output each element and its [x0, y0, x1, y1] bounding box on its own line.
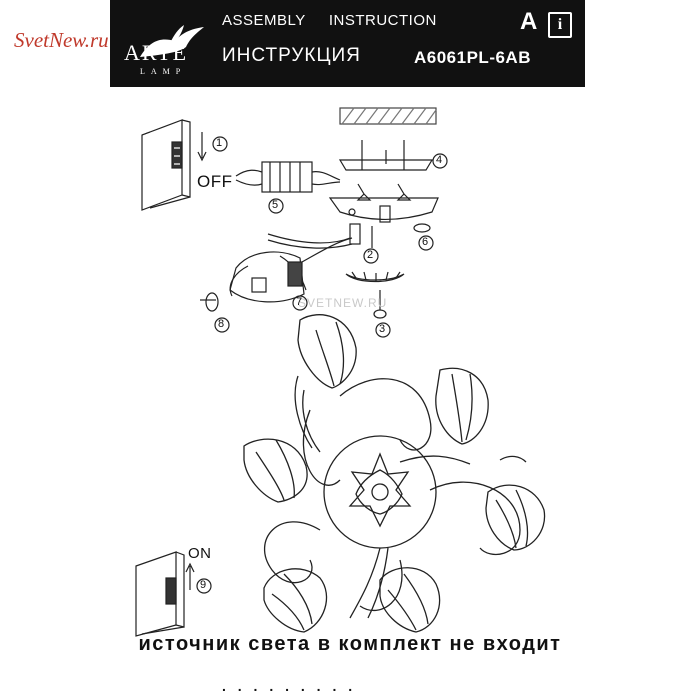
brand-logo-sub: LAMP — [140, 67, 187, 76]
step-marker-7 — [292, 295, 308, 311]
step-marker-4 — [432, 153, 448, 169]
step-marker-6 — [418, 235, 434, 251]
step-number-6: 6 — [422, 236, 429, 248]
arm-connector — [267, 223, 373, 249]
step-marker-2 — [363, 248, 379, 264]
step-number-5: 5 — [272, 199, 279, 211]
switch-off-icon — [141, 119, 191, 211]
step-marker-8 — [214, 317, 230, 333]
switch-on-icon — [135, 551, 185, 637]
brand-logo-text: ARTE — [124, 40, 189, 65]
title-english: ASSEMBLY INSTRUCTION — [222, 12, 437, 29]
model-number: A6061PL-6AB — [414, 48, 531, 67]
step-number-3: 3 — [379, 323, 386, 335]
step-number-9: 9 — [200, 579, 207, 591]
step-marker-3 — [375, 322, 391, 338]
header-bar — [110, 0, 585, 87]
step-number-4: 4 — [436, 154, 443, 166]
step-marker-5 — [268, 198, 284, 214]
footer-note: источник света в комплект не входит — [138, 633, 562, 655]
step-number-8: 8 — [218, 318, 225, 330]
arm-wire — [301, 237, 353, 263]
arrow-down-icon — [197, 132, 207, 162]
ceiling-hatch — [339, 107, 437, 125]
title-russian: ИНСТРУКЦИЯ — [222, 45, 361, 66]
off-label: OFF — [197, 172, 233, 191]
on-label: ON — [188, 545, 212, 562]
terminal-block — [235, 161, 341, 193]
watermark-center: SVETNEW.RU — [298, 296, 388, 310]
step-number-2: 2 — [367, 249, 374, 261]
arrow-up-icon — [185, 562, 195, 590]
mounting-plate — [338, 140, 434, 201]
center-cap — [345, 271, 405, 319]
watermark: SvetNew.ru — [14, 28, 109, 52]
canopy — [328, 197, 439, 233]
chandelier — [243, 314, 546, 633]
step-marker-1 — [212, 136, 228, 152]
step-number-7: 7 — [296, 296, 303, 308]
step-number-1: 1 — [216, 137, 223, 149]
glass-shade — [229, 251, 307, 303]
step-marker-9 — [196, 578, 212, 594]
class-letter: A — [520, 8, 538, 35]
footer-dots: . . . . . . . . . — [222, 678, 357, 694]
bird-logo-icon — [140, 25, 204, 57]
shade-ring — [200, 292, 219, 312]
info-icon: i — [548, 12, 572, 38]
